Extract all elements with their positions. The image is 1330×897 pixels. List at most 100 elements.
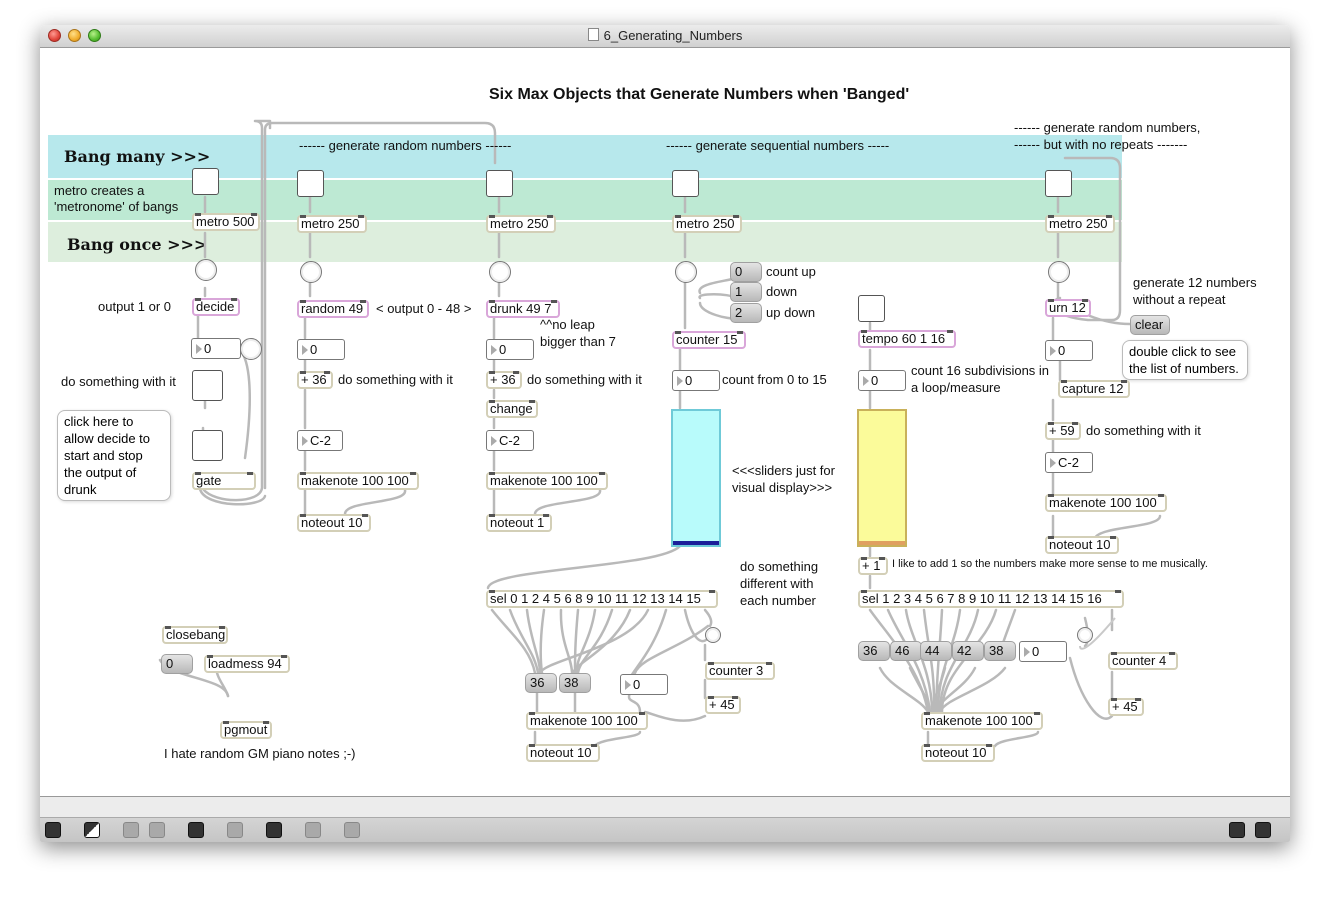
noteout-col3[interactable]: noteout 1 bbox=[486, 514, 552, 532]
urn-number-box[interactable]: 0 bbox=[1045, 340, 1093, 361]
tempo-toggle[interactable] bbox=[858, 295, 885, 322]
tempo-slider[interactable] bbox=[857, 409, 907, 547]
random-number-box[interactable]: 0 bbox=[297, 339, 345, 360]
presentation-icon[interactable] bbox=[188, 822, 204, 838]
note-name-col6[interactable]: C-2 bbox=[1045, 452, 1093, 473]
plus-45-b[interactable]: + 45 bbox=[1108, 698, 1144, 716]
split-vertical-icon[interactable] bbox=[1255, 822, 1271, 838]
zero-message[interactable]: 0 bbox=[161, 654, 193, 674]
makenote-col2[interactable]: makenote 100 100 bbox=[297, 472, 419, 490]
noteout-col6[interactable]: noteout 10 bbox=[1045, 536, 1119, 554]
plus-59-object[interactable]: + 59 bbox=[1045, 422, 1081, 440]
clear-message[interactable]: clear bbox=[1130, 315, 1170, 335]
plus-1-object[interactable]: + 1 bbox=[858, 557, 888, 575]
change-object[interactable]: change bbox=[486, 400, 538, 418]
noteout-col2[interactable]: noteout 10 bbox=[297, 514, 371, 532]
loadmess-object[interactable]: loadmess 94 bbox=[204, 655, 290, 673]
gate-object[interactable]: gate bbox=[192, 472, 256, 490]
urn-object[interactable]: urn 12 bbox=[1045, 299, 1091, 317]
patcher-canvas[interactable]: Bang many >>> Bang once >>> metro create… bbox=[40, 48, 1290, 796]
sel-0-15-object[interactable]: sel 0 1 2 4 5 6 8 9 10 11 12 13 14 15 bbox=[486, 590, 718, 608]
lock-icon[interactable] bbox=[45, 822, 61, 838]
decide-object[interactable]: decide bbox=[192, 298, 240, 316]
plus-36-col3[interactable]: + 36 bbox=[486, 371, 522, 389]
metro-500[interactable]: metro 500 bbox=[192, 213, 260, 231]
toggle-col2[interactable] bbox=[297, 170, 324, 197]
sel-1-16-object[interactable]: sel 1 2 3 4 5 6 7 8 9 10 11 12 13 14 15 … bbox=[858, 590, 1124, 608]
split-horizontal-icon[interactable] bbox=[1229, 822, 1245, 838]
note-name-col3[interactable]: C-2 bbox=[486, 430, 534, 451]
up-down-message[interactable]: 2 bbox=[730, 303, 762, 323]
capture-12-object[interactable]: capture 12 bbox=[1058, 380, 1130, 398]
noteout-sel-b[interactable]: noteout 10 bbox=[921, 744, 995, 762]
note-36-message-a[interactable]: 36 bbox=[525, 673, 557, 693]
counter-15-object[interactable]: counter 15 bbox=[672, 331, 746, 349]
bang-col6[interactable] bbox=[1048, 261, 1070, 283]
decide-number-box[interactable]: 0 bbox=[191, 338, 241, 359]
note-38-message-b[interactable]: 38 bbox=[984, 641, 1016, 661]
number-arrow-icon bbox=[491, 345, 497, 355]
count-up-message[interactable]: 0 bbox=[730, 262, 762, 282]
section-sequential: ------ generate sequential numbers ----- bbox=[666, 138, 890, 153]
gate-toggle[interactable] bbox=[192, 430, 223, 461]
sel-a-bang[interactable] bbox=[705, 627, 721, 643]
close-button[interactable] bbox=[48, 29, 61, 42]
metro-250-col2[interactable]: metro 250 bbox=[297, 215, 367, 233]
sel-b-number-box[interactable]: 0 bbox=[1019, 641, 1067, 662]
sel-b-bang[interactable] bbox=[1077, 627, 1093, 643]
zoom-button[interactable] bbox=[88, 29, 101, 42]
makenote-sel-a[interactable]: makenote 100 100 bbox=[526, 712, 648, 730]
toggle-col1[interactable] bbox=[192, 168, 219, 195]
metro-250-col3[interactable]: metro 250 bbox=[486, 215, 556, 233]
no-leap-comment: ^^no leap bigger than 7 bbox=[540, 317, 616, 349]
metro-250-col4[interactable]: metro 250 bbox=[672, 215, 742, 233]
tempo-number-box[interactable]: 0 bbox=[858, 370, 906, 391]
metro-250-col6[interactable]: metro 250 bbox=[1045, 215, 1115, 233]
tempo-object[interactable]: tempo 60 1 16 bbox=[858, 330, 956, 348]
minimize-button[interactable] bbox=[68, 29, 81, 42]
title-bar: 6_Generating_Numbers bbox=[40, 25, 1290, 48]
new-object-icon[interactable] bbox=[84, 822, 100, 838]
bang-col3[interactable] bbox=[489, 261, 511, 283]
counter-4-object[interactable]: counter 4 bbox=[1108, 652, 1178, 670]
pgmout-object[interactable]: pgmout bbox=[220, 721, 272, 739]
plus-36-col2[interactable]: + 36 bbox=[297, 371, 333, 389]
number-arrow-icon bbox=[196, 344, 202, 354]
note-36-message-b[interactable]: 36 bbox=[858, 641, 890, 661]
toggle-col4[interactable] bbox=[672, 170, 699, 197]
note-42-message[interactable]: 42 bbox=[952, 641, 984, 661]
toggle-col3[interactable] bbox=[486, 170, 513, 197]
plus-45-a[interactable]: + 45 bbox=[705, 696, 741, 714]
sel-a-number-box[interactable]: 0 bbox=[620, 674, 668, 695]
counter-number-box[interactable]: 0 bbox=[672, 370, 720, 391]
section-norepeat-1: ------ generate random numbers, bbox=[1014, 120, 1201, 135]
do-something-comment-2: do something with it bbox=[338, 372, 453, 387]
note-44-message[interactable]: 44 bbox=[920, 641, 952, 661]
grid-icon bbox=[305, 822, 321, 838]
drunk-object[interactable]: drunk 49 7 bbox=[486, 300, 560, 318]
down-message[interactable]: 1 bbox=[730, 282, 762, 302]
random-49-object[interactable]: random 49 bbox=[297, 300, 369, 318]
inspector-icon[interactable] bbox=[266, 822, 282, 838]
makenote-col6[interactable]: makenote 100 100 bbox=[1045, 494, 1167, 512]
decide-toggle[interactable] bbox=[192, 370, 223, 401]
counter-3-object[interactable]: counter 3 bbox=[705, 662, 775, 680]
makenote-sel-b[interactable]: makenote 100 100 bbox=[921, 712, 1043, 730]
decide-bang[interactable] bbox=[240, 338, 262, 360]
note-name-col2[interactable]: C-2 bbox=[297, 430, 343, 451]
section-random: ------ generate random numbers ------ bbox=[299, 138, 512, 153]
note-38-message-a[interactable]: 38 bbox=[559, 673, 591, 693]
makenote-col3[interactable]: makenote 100 100 bbox=[486, 472, 608, 490]
noteout-sel-a[interactable]: noteout 10 bbox=[526, 744, 600, 762]
random-number-value: 0 bbox=[310, 342, 318, 357]
toggle-col6[interactable] bbox=[1045, 170, 1072, 197]
counter-slider[interactable] bbox=[671, 409, 721, 547]
drunk-number-box[interactable]: 0 bbox=[486, 339, 534, 360]
note-46-message[interactable]: 46 bbox=[890, 641, 922, 661]
bang-col2[interactable] bbox=[300, 261, 322, 283]
bang-col1[interactable] bbox=[195, 259, 217, 281]
closebang-object[interactable]: closebang bbox=[162, 626, 228, 644]
bang-col4[interactable] bbox=[675, 261, 697, 283]
horizontal-scrollbar[interactable] bbox=[40, 797, 1290, 818]
number-arrow-icon bbox=[677, 376, 683, 386]
